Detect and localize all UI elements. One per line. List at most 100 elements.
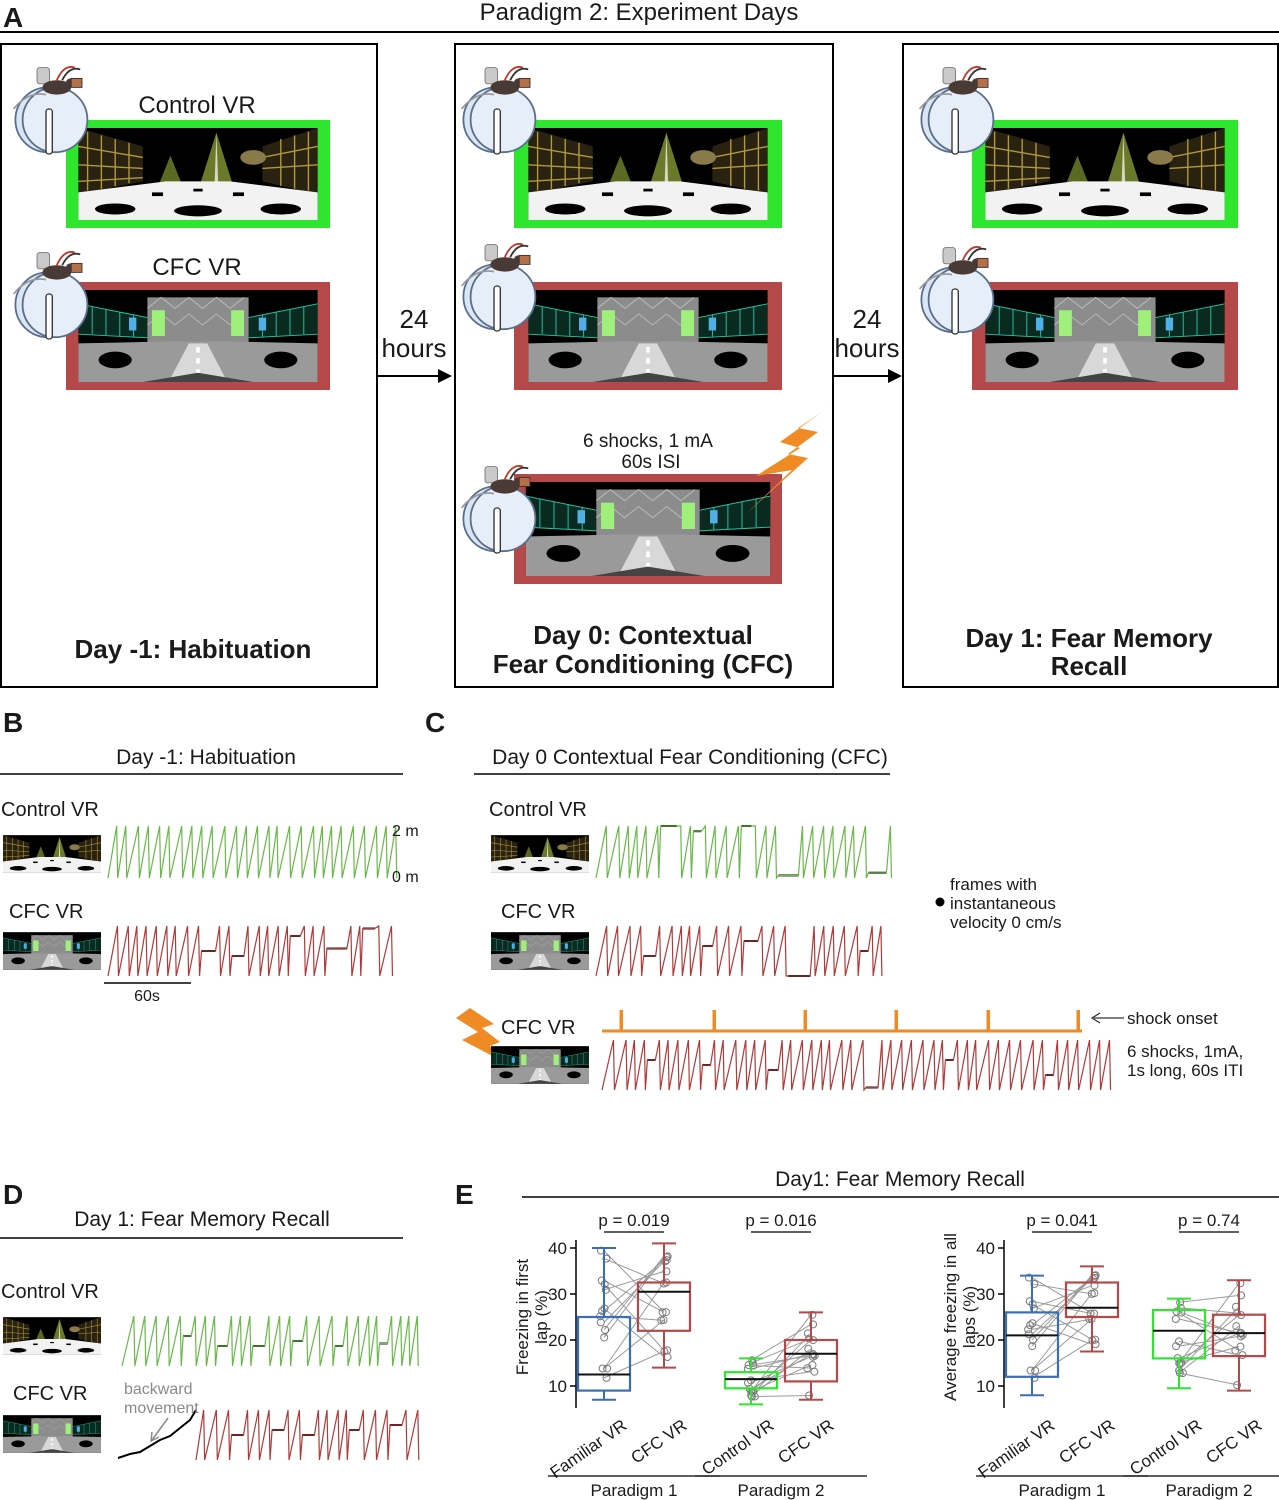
panel-a-letter: A	[3, 2, 23, 33]
cfc-vr-thumbnail	[491, 1045, 589, 1085]
mouse-rig-icon	[12, 66, 89, 155]
y-tick-label: 10	[548, 1377, 567, 1396]
annotation-arrow	[151, 1417, 169, 1441]
box	[723, 1371, 779, 1390]
paired-line	[1031, 1278, 1093, 1335]
control-vr-position-trace	[595, 824, 893, 880]
paired-line	[750, 1355, 812, 1366]
data-point	[1024, 1330, 1033, 1339]
paired-line	[1031, 1303, 1093, 1341]
data-point	[598, 1307, 607, 1316]
data-point	[810, 1367, 819, 1376]
box	[1064, 1281, 1120, 1319]
y-axis-label: Freezing in firstlap (%)	[513, 1259, 551, 1375]
data-point	[1026, 1366, 1035, 1375]
panel-c-row2-label: CFC VR	[501, 901, 575, 923]
p-value-label: p = 0.016	[745, 1211, 816, 1230]
data-point	[810, 1351, 819, 1360]
y-tick-label: 20	[976, 1331, 995, 1350]
paired-line	[603, 1259, 665, 1312]
panel-b-row2-label: CFC VR	[9, 901, 83, 923]
box	[576, 1315, 632, 1392]
data-point	[1028, 1319, 1037, 1328]
data-point	[662, 1308, 671, 1317]
group-label: Paradigm 1	[1019, 1481, 1106, 1500]
data-point	[803, 1364, 812, 1373]
paired-line	[1031, 1318, 1093, 1371]
paired-line	[1178, 1312, 1240, 1352]
paired-line	[1031, 1277, 1093, 1326]
paired-line	[750, 1364, 812, 1392]
y-tick-label: 30	[548, 1285, 567, 1304]
shock-params-line2: 60s ISI	[621, 452, 680, 473]
data-point	[1026, 1321, 1035, 1330]
data-point	[1233, 1381, 1242, 1390]
trace-line	[107, 924, 394, 977]
y-tick-label: 30	[976, 1285, 995, 1304]
lightning-icon	[746, 412, 822, 514]
paired-line	[603, 1250, 665, 1313]
control-vr-scene	[77, 128, 319, 220]
cfc-vr-scene	[527, 290, 769, 382]
cfc-vr-thumbnail	[491, 931, 589, 971]
lightning-icon	[456, 1008, 500, 1060]
paired-line	[603, 1350, 665, 1379]
data-point	[601, 1285, 610, 1294]
paired-line	[603, 1280, 665, 1313]
legend-line3: velocity 0 cm/s	[950, 913, 1061, 932]
paired-line	[1178, 1335, 1240, 1347]
data-point	[1238, 1330, 1247, 1339]
data-point	[809, 1320, 818, 1329]
control-vr-scene	[527, 128, 769, 220]
cfc-shock-position-trace	[601, 1039, 1112, 1092]
panel-c-letter: C	[425, 707, 445, 738]
box	[636, 1281, 692, 1332]
data-point	[1030, 1279, 1039, 1288]
y-tick-label: 40	[548, 1239, 567, 1258]
mouse-rig-icon	[918, 246, 995, 335]
box	[1151, 1308, 1207, 1360]
cfc-vr-position-trace	[117, 1409, 420, 1461]
data-point	[1029, 1336, 1038, 1345]
legend-dot	[935, 897, 945, 907]
category-label: CFC VR	[628, 1416, 691, 1468]
control-vr-scene	[984, 128, 1226, 220]
box	[783, 1338, 839, 1383]
scale-bar-label: 60s	[134, 988, 160, 1005]
paired-line	[1031, 1285, 1093, 1310]
paired-line	[1178, 1318, 1240, 1334]
p-value-label: p = 0.041	[1026, 1211, 1097, 1230]
category-label: CFC VR	[1203, 1416, 1266, 1468]
paired-line	[750, 1333, 812, 1396]
p-value-label: p = 0.019	[598, 1211, 669, 1230]
mouse-rig-icon	[460, 66, 537, 155]
data-point	[663, 1353, 672, 1362]
data-point	[1175, 1337, 1184, 1346]
backward-movement-segment	[117, 1409, 197, 1459]
paired-line	[750, 1339, 812, 1392]
panel-e-letter: E	[455, 1179, 474, 1210]
paired-line	[1178, 1307, 1240, 1314]
arrow1-head	[438, 369, 452, 383]
data-point	[603, 1364, 612, 1373]
cfc-vr-thumbnail	[3, 931, 101, 971]
data-point	[600, 1333, 609, 1342]
category-label: Familiar VR	[975, 1416, 1059, 1482]
paired-line	[1178, 1311, 1240, 1336]
panel-b-title: Day -1: Habituation	[116, 746, 296, 769]
panel-b-letter: B	[3, 707, 23, 738]
day1-caption-line2: Recall	[1051, 651, 1128, 681]
data-point	[596, 1318, 605, 1327]
cfc-vr-position-trace	[107, 924, 394, 977]
day0-caption-line1: Day 0: Contextual	[533, 620, 753, 650]
arrow1-hours-number: 24	[400, 304, 429, 334]
data-point	[659, 1316, 668, 1325]
control-vr-label: Control VR	[138, 92, 255, 119]
data-point	[1028, 1342, 1037, 1351]
category-label: Familiar VR	[547, 1416, 631, 1482]
y-tick-label: 40	[976, 1239, 995, 1258]
category-label: CFC VR	[1056, 1416, 1119, 1468]
data-point	[658, 1308, 667, 1317]
paired-line	[1031, 1292, 1093, 1371]
paired-line	[1031, 1283, 1093, 1295]
